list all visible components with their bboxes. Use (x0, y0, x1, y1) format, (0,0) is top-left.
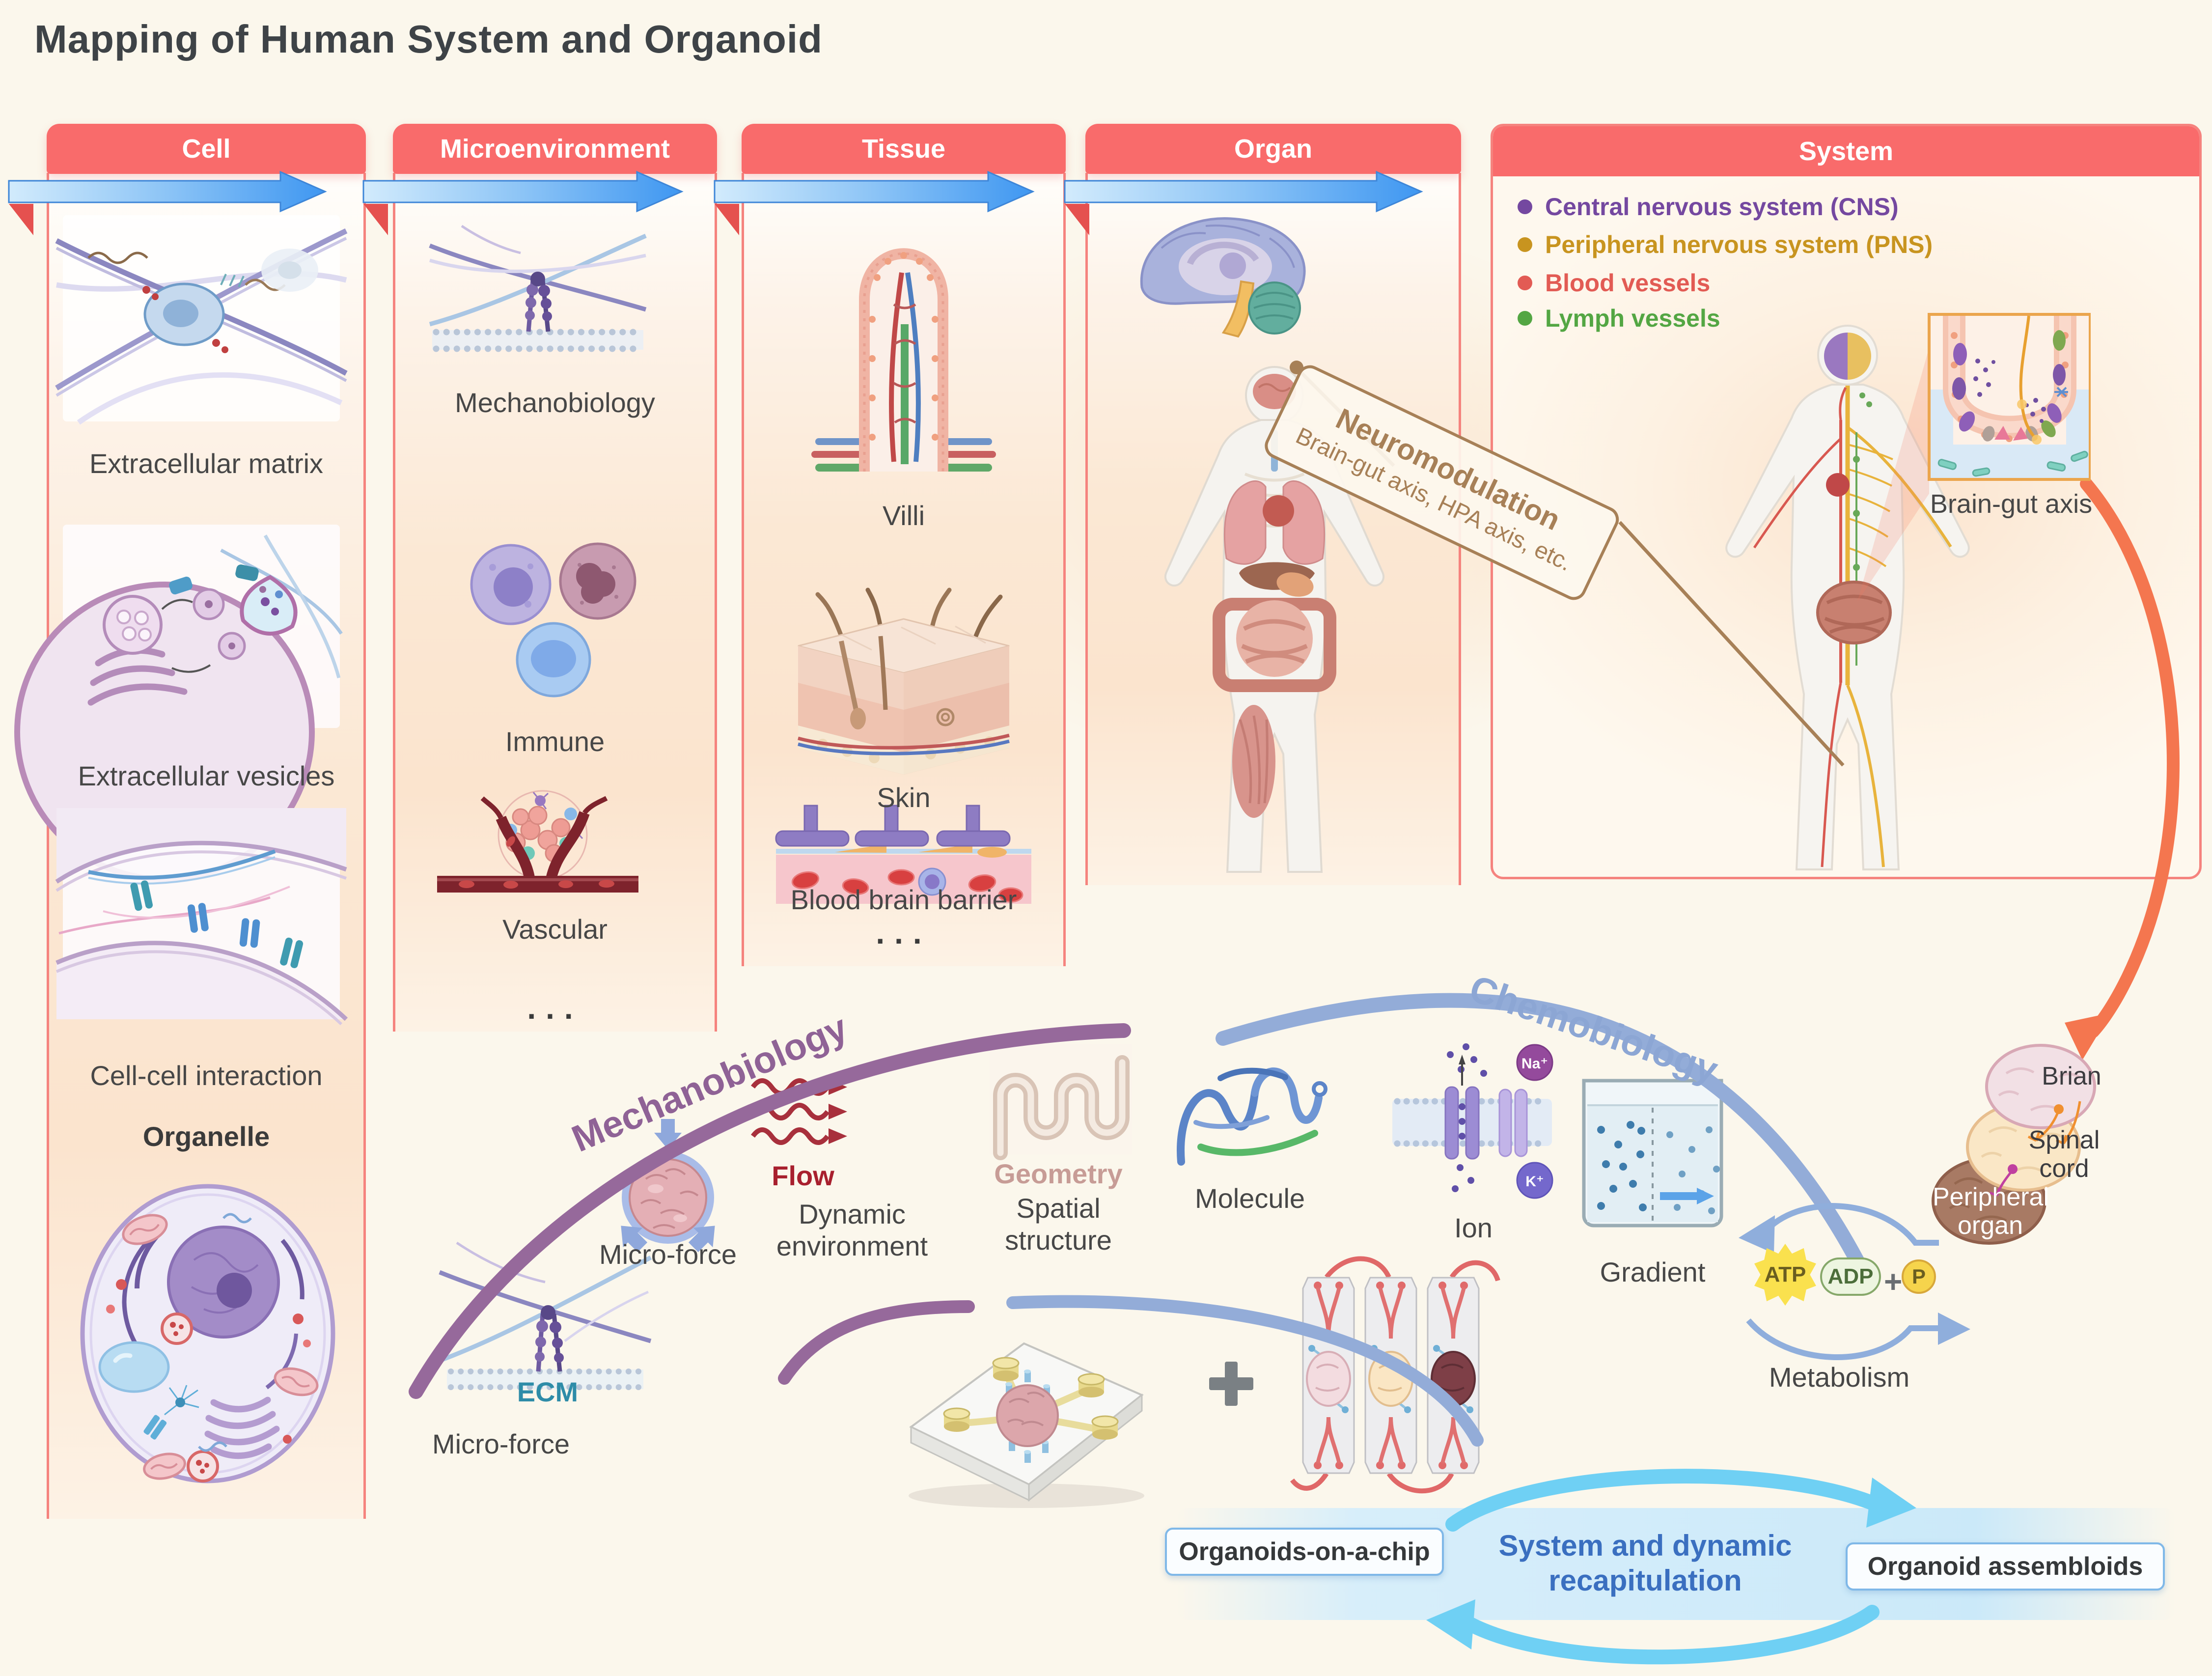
assembloid-spinal-cord-label: Spinal cord (2028, 1126, 2100, 1183)
dynamic-environment-label: Dynamic environment (776, 1199, 928, 1261)
legend-item-lymph: Lymph vessels (1518, 304, 1720, 333)
organ-ribbon-fold (1065, 204, 1089, 235)
na-ion-label: Na⁺ (1521, 1056, 1548, 1072)
metabolism-left-arrowhead-icon (1739, 1215, 1775, 1254)
tissue-item-label-bbb: Blood brain barrier (790, 884, 1017, 915)
micro-ellipsis: ... (527, 990, 583, 1026)
k-ion-label: K⁺ (1525, 1173, 1544, 1190)
adp-plus-sign: + (1884, 1264, 1903, 1299)
organ-arrow-icon (1064, 170, 1423, 213)
brain-gut-inset-illustration (1931, 315, 2089, 478)
tissue-ribbon-fold (715, 204, 739, 235)
brain-gut-inset-panel (1928, 313, 2091, 481)
linked-organoid-chips-illustration (1290, 1256, 1500, 1494)
metabolism-right-arrowhead-icon (1938, 1313, 1970, 1345)
cns-label: Central nervous system (CNS) (1545, 193, 1899, 221)
organelle-cell-illustration (80, 1184, 335, 1483)
phosphate-label: P (1911, 1265, 1926, 1288)
chip-unit-2 (1364, 1277, 1417, 1474)
legend-item-cns: Central nervous system (CNS) (1518, 193, 1899, 221)
flow-label: Flow (772, 1160, 834, 1191)
micro-ribbon-fold (363, 204, 388, 235)
organ-body-illustration (1164, 366, 1384, 873)
legend-item-pns: Peripheral nervous system (PNS) (1518, 230, 1933, 259)
atp-label: ATP (1764, 1262, 1806, 1286)
ion-label: Ion (1454, 1212, 1493, 1243)
adp-label: ADP (1827, 1264, 1874, 1288)
extracellular-matrix-illustration (55, 215, 348, 425)
molecule-label: Molecule (1194, 1183, 1305, 1214)
vascular-illustration (437, 790, 638, 893)
villi-illustration (811, 248, 996, 472)
plus-icon (1209, 1362, 1253, 1406)
extracellular-vesicles-illustration (14, 525, 343, 882)
adp-pill-icon: ADP (1820, 1257, 1881, 1296)
organoid-assembloid-illustration (1932, 1044, 2096, 1245)
micro-force-label: Micro-force (599, 1239, 737, 1270)
tissue-arrow-icon (714, 170, 1035, 213)
phosphate-circle-icon: P (1902, 1259, 1936, 1294)
micro-item-label-immune: Immune (505, 726, 605, 757)
geometry-spatial-structure-icon (990, 1044, 1132, 1160)
mechanobiology-illustration (429, 224, 647, 352)
micro-item-label-mechanobiology: Mechanobiology (455, 387, 655, 418)
cell-item-label-vesicles: Extracellular vesicles (78, 760, 335, 791)
spatial-structure-label: Spatial structure (1005, 1193, 1112, 1256)
organoid-chip-illustration (909, 1342, 1144, 1508)
cell-header: Cell (47, 124, 366, 174)
micro-force-label-left: Micro-force (432, 1428, 570, 1459)
system-header: System (1493, 126, 2199, 176)
organ-header: Organ (1085, 124, 1461, 174)
metabolism-cycle-bottom-arc (1746, 1318, 1941, 1360)
blood-brain-barrier-illustration (775, 805, 1031, 904)
flow-icon (750, 1078, 847, 1145)
tissue-ellipsis: ... (876, 915, 932, 950)
organoid-assembloids-box: Organoid assembloids (1846, 1542, 2165, 1591)
micro-arrow-icon (362, 170, 684, 213)
blood-vessels-label: Blood vessels (1545, 269, 1711, 297)
cns-bullet-icon (1518, 199, 1532, 214)
metabolism-cycle-top-arc (1762, 1203, 1939, 1246)
metabolism-label: Metabolism (1769, 1362, 1910, 1393)
cell-cell-interaction-illustration (55, 808, 348, 1026)
microenvironment-header: Microenvironment (393, 124, 717, 174)
chip-unit-3 (1427, 1277, 1480, 1474)
ion-channel-icon: Na⁺ K⁺ (1392, 1043, 1553, 1199)
cell-item-label-ecm: Extracellular matrix (89, 448, 324, 479)
cell-item-label-organelle: Organelle (142, 1121, 270, 1152)
cell-ribbon-fold (9, 204, 33, 235)
lymph-vessels-label: Lymph vessels (1545, 305, 1720, 332)
cell-item-label-cellcell: Cell-cell interaction (90, 1060, 323, 1091)
molecule-protein-icon (1177, 1067, 1327, 1166)
skin-illustration (798, 587, 1010, 775)
organ-brain-illustration (1140, 217, 1306, 338)
immune-cells-illustration (470, 542, 636, 698)
page-title: Mapping of Human System and Organoid (34, 17, 823, 61)
pns-label: Peripheral nervous system (PNS) (1545, 231, 1933, 258)
micro-item-label-vascular: Vascular (502, 914, 608, 945)
ecm-label: ECM (517, 1376, 579, 1407)
gradient-beaker-icon (1582, 1079, 1723, 1228)
legend-item-blood: Blood vessels (1518, 269, 1710, 297)
blood-vessels-bullet-icon (1518, 276, 1532, 290)
lymph-vessels-bullet-icon (1518, 311, 1532, 326)
recapitulation-label: System and dynamic recapitulation (1498, 1529, 1792, 1597)
brain-gut-axis-label: Brain-gut axis (1930, 489, 2093, 519)
gradient-label: Gradient (1600, 1257, 1706, 1287)
pns-bullet-icon (1518, 237, 1532, 252)
cell-arrow-icon (8, 170, 327, 213)
tissue-item-label-skin: Skin (877, 782, 931, 813)
assembloid-brain-label: Brian (2042, 1062, 2101, 1090)
assembloid-peripheral-organ-label: Peripheral organ (1933, 1183, 2049, 1240)
geometry-label: Geometry (994, 1158, 1123, 1189)
chip-unit-1 (1302, 1277, 1355, 1474)
tissue-item-label-villi: Villi (882, 500, 925, 531)
organoids-on-a-chip-box: Organoids-on-a-chip (1165, 1528, 1444, 1576)
atp-star-icon: ATP (1754, 1244, 1816, 1306)
tissue-header: Tissue (742, 124, 1066, 174)
